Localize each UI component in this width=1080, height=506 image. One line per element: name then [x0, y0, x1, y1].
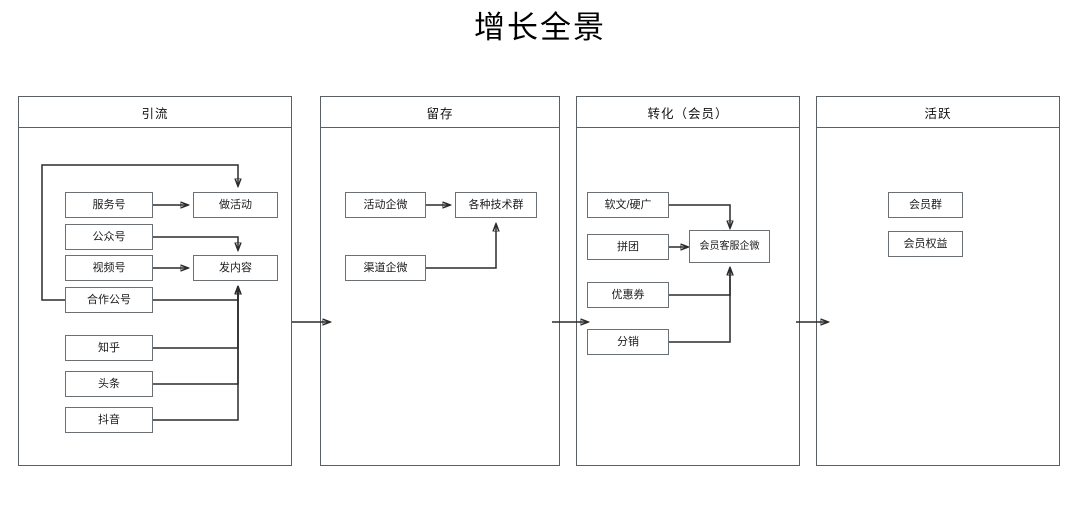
- node-partner-account[interactable]: 合作公号: [65, 287, 153, 313]
- node-soft-hard-ads[interactable]: 软文/硬广: [587, 192, 669, 218]
- node-official-account[interactable]: 公众号: [65, 224, 153, 250]
- node-campaign-wecom[interactable]: 活动企微: [345, 192, 426, 218]
- node-member-group[interactable]: 会员群: [888, 192, 963, 218]
- stage-conversion-header: 转化（会员）: [577, 97, 799, 128]
- node-distribution[interactable]: 分销: [587, 329, 669, 355]
- node-publish-content[interactable]: 发内容: [193, 255, 278, 281]
- node-group-buy[interactable]: 拼团: [587, 234, 669, 260]
- node-zhihu[interactable]: 知乎: [65, 335, 153, 361]
- stage-engagement-header: 活跃: [817, 97, 1059, 128]
- node-run-campaign[interactable]: 做活动: [193, 192, 278, 218]
- node-member-service-wecom[interactable]: 会员客服企微: [689, 230, 770, 263]
- stage-acquisition: 引流: [18, 96, 292, 466]
- node-service-account[interactable]: 服务号: [65, 192, 153, 218]
- node-coupon[interactable]: 优惠券: [587, 282, 669, 308]
- node-member-benefits[interactable]: 会员权益: [888, 231, 963, 257]
- stage-retention-header: 留存: [321, 97, 559, 128]
- page-title: 增长全景: [474, 10, 606, 45]
- stage-conversion: 转化（会员）: [576, 96, 800, 466]
- stage-engagement: 活跃: [816, 96, 1060, 466]
- stage-acquisition-header: 引流: [19, 97, 291, 128]
- node-video-account[interactable]: 视频号: [65, 255, 153, 281]
- stage-retention: 留存: [320, 96, 560, 466]
- node-channel-wecom[interactable]: 渠道企微: [345, 255, 426, 281]
- node-toutiao[interactable]: 头条: [65, 371, 153, 397]
- node-douyin[interactable]: 抖音: [65, 407, 153, 433]
- node-tech-groups[interactable]: 各种技术群: [455, 192, 537, 218]
